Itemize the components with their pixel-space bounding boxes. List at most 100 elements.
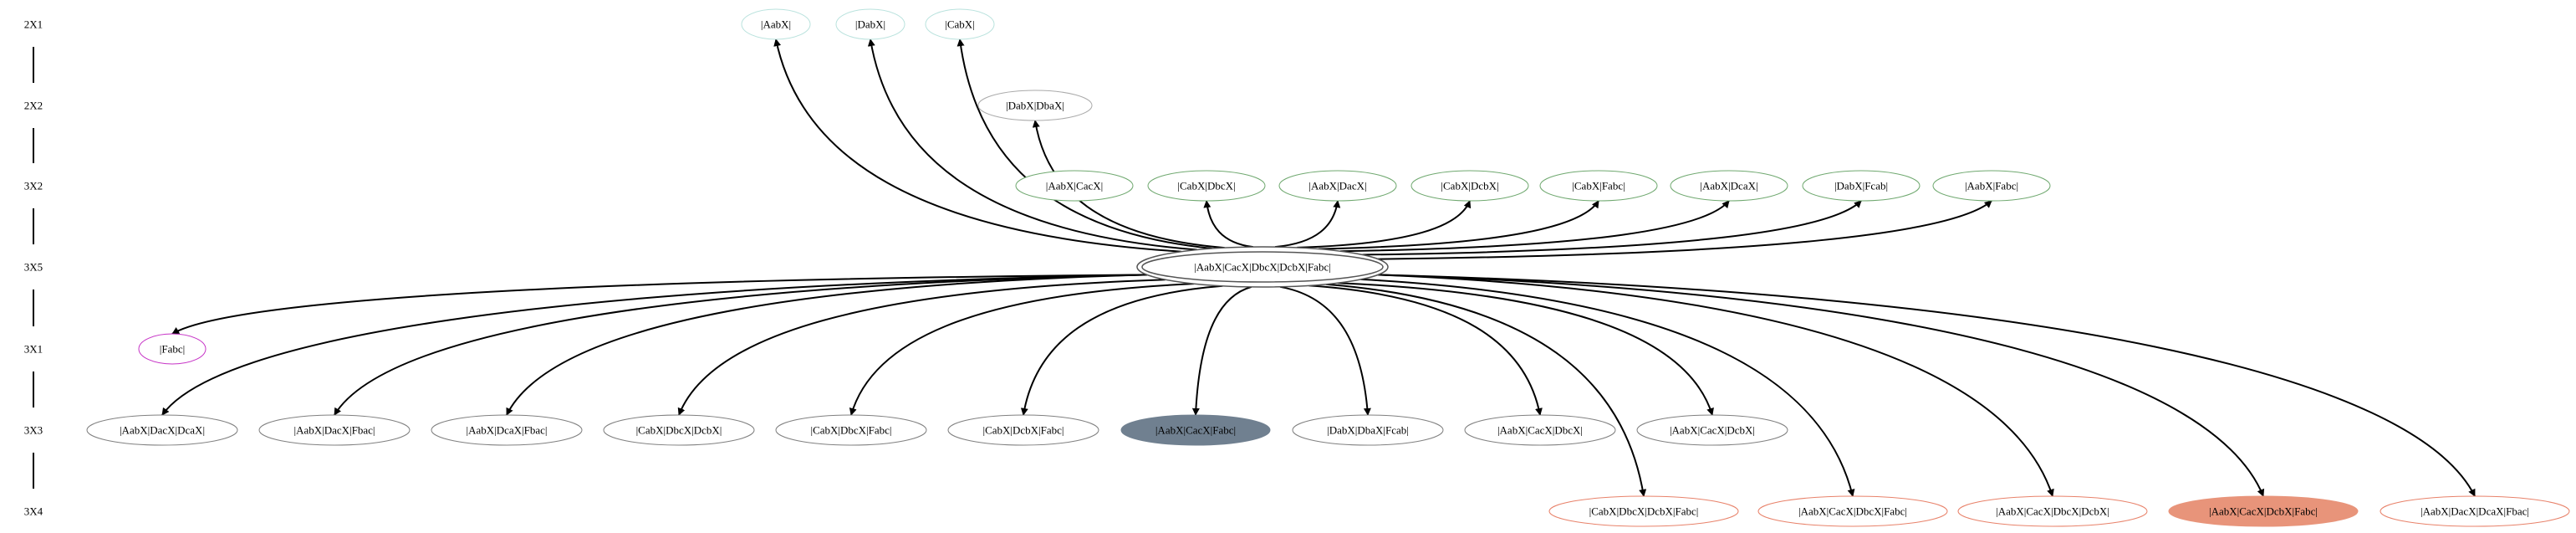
node-outline [977,90,1093,121]
node-n-cabxdcbx[interactable]: |CabX|DcbX| [1410,170,1529,202]
node-n-r5-3[interactable]: |AabX|DcaX|Fbac| [431,414,583,446]
node-n-dabxdbax[interactable]: |DabX|DbaX| [977,90,1093,121]
edge-n-r5-6 [1020,284,1223,416]
edge-n-r6-2 [1360,278,1855,497]
edge-n-r5-10 [1337,282,1714,416]
node-outline [1932,170,2051,202]
edge-n-r5-4 [677,279,1166,416]
node-label: |CabX|DbcX|DcbX| [636,424,722,437]
node-outline [1957,495,2148,527]
node-n-aabx[interactable]: |AabX| [741,8,811,40]
node-label: |AabX|DacX| [1308,180,1366,192]
node-n-dabx[interactable]: |DabX| [835,8,905,40]
node-n-aabxcacx[interactable]: |AabX|CacX| [1015,170,1134,202]
edge-n-r5-1 [161,274,1148,416]
node-outline [1147,170,1266,202]
node-n-r5-9[interactable]: |AabX|CacX|DbcX| [1464,414,1616,446]
rank-label-3x1: 3X1 [24,343,43,356]
edge-n-aabxfabc [1377,200,1992,260]
node-label: |CabX| [945,18,975,31]
node-label: |AabX|CacX|DcbX|Fabc| [2209,505,2318,518]
edge-n-cabx [956,38,1212,249]
node-outline [947,414,1099,446]
rank-label-3x2: 3X2 [24,180,43,192]
node-outline [2168,495,2359,527]
edge-n-aabx [773,38,1182,253]
node-label: |AabX|CacX| [1046,180,1103,192]
node-label: |AabX|Fabc| [1965,180,2018,192]
node-label: |AabX|CacX|DbcX| [1497,424,1583,437]
node-layer: |AabX| |DabX| |CabX| |DabX|DbaX| |AabX|CacX|… [86,8,2570,527]
node-n-center[interactable]: |AabX|CacX|DbcX|DcbX|Fabc| [1136,246,1389,288]
edge-n-dabxdbax [1032,120,1225,249]
rank-label-2x1: 2X1 [24,18,43,31]
node-outline [2380,495,2570,527]
edge-n-r5-9 [1308,284,1543,416]
node-n-r5-6[interactable]: |CabX|DcbX|Fabc| [947,414,1099,446]
node-n-r5-2[interactable]: |AabX|DacX|Fbac| [258,414,411,446]
node-outline [1802,170,1921,202]
node-n-r6-2[interactable]: |AabX|CacX|DbcX|Fabc| [1757,495,1948,527]
node-outline [741,8,811,40]
node-outline [1015,170,1134,202]
node-label: |AabX|DacX|Fbac| [293,424,375,437]
edge-n-cabxdcbx [1297,200,1472,249]
node-outline [431,414,583,446]
node-outline [775,414,927,446]
node-label: |AabX| [761,18,791,31]
node-outline [258,414,411,446]
edge-n-aabxdcax [1339,200,1730,253]
node-label: |CabX|Fabc| [1572,180,1625,192]
edge-n-r6-1 [1325,283,1647,497]
node-n-r6-5[interactable]: |AabX|DacX|DcaX|Fbac| [2380,495,2570,527]
node-outline [925,8,995,40]
node-n-aabxdcax[interactable]: |AabX|DcaX| [1670,170,1788,202]
node-outline-inner [1141,251,1384,283]
edge-layer [161,38,2476,497]
edge-n-r5-8 [1279,285,1371,416]
node-n-aabxdacx[interactable]: |AabX|DacX| [1278,170,1397,202]
node-label: |AabX|CacX|Fabc| [1155,424,1236,437]
node-label: |DabX|DbaX|Fcab| [1327,424,1409,437]
node-outline [835,8,905,40]
node-label: |CabX|DbcX|Fabc| [810,424,891,437]
node-n-r6-1[interactable]: |CabX|DbcX|DcbX|Fabc| [1548,495,1739,527]
edge-n-cabxfabc [1318,200,1599,250]
edge-n-r5-5 [849,283,1195,416]
node-n-r6-4[interactable]: |AabX|CacX|DcbX|Fabc| [2168,495,2359,527]
edge-n-r5-2 [334,274,1148,416]
edge-n-r6-3 [1377,274,2054,497]
node-n-cabxdbcx[interactable]: |CabX|DbcX| [1147,170,1266,202]
node-outline [1636,414,1788,446]
node-outline [1278,170,1397,202]
node-outline [138,333,207,365]
node-n-fabc[interactable]: |Fabc| [138,333,207,365]
rank-label-3x4: 3X4 [24,505,43,518]
node-n-cabxfabc[interactable]: |CabX|Fabc| [1539,170,1658,202]
edge-n-r5-7 [1191,285,1252,416]
node-n-r5-1[interactable]: |AabX|DacX|DcaX| [86,414,238,446]
node-n-aabxfabc[interactable]: |AabX|Fabc| [1932,170,2051,202]
node-n-r5-10[interactable]: |AabX|CacX|DcbX| [1636,414,1788,446]
node-label: |AabX|CacX|DbcX|DcbX| [1996,505,2109,518]
node-n-r5-8[interactable]: |DabX|DbaX|Fcab| [1292,414,1444,446]
node-label: |AabX|DcaX|Fbac| [466,424,547,437]
node-outline [1120,414,1271,446]
node-label: |AabX|DacX|DcaX|Fbac| [2420,505,2529,518]
node-label: |AabX|DacX|DcaX| [120,424,205,437]
node-outline [1757,495,1948,527]
node-n-cabx[interactable]: |CabX| [925,8,995,40]
edge-n-aabxdacx [1274,200,1341,249]
node-outline [1464,414,1616,446]
node-n-r6-3[interactable]: |AabX|CacX|DbcX|DcbX| [1957,495,2148,527]
edge-n-fabc [171,274,1148,335]
edge-n-r6-5 [1377,274,2476,497]
node-n-dabxfcab[interactable]: |DabX|Fcab| [1802,170,1921,202]
node-outline [1548,495,1739,527]
node-n-r5-5[interactable]: |CabX|DbcX|Fabc| [775,414,927,446]
node-label: |AabX|CacX|DbcX|DcbX|Fabc| [1194,261,1331,274]
node-n-r5-4[interactable]: |CabX|DbcX|DcbX| [603,414,755,446]
node-n-r5-7[interactable]: |AabX|CacX|Fabc| [1120,414,1271,446]
